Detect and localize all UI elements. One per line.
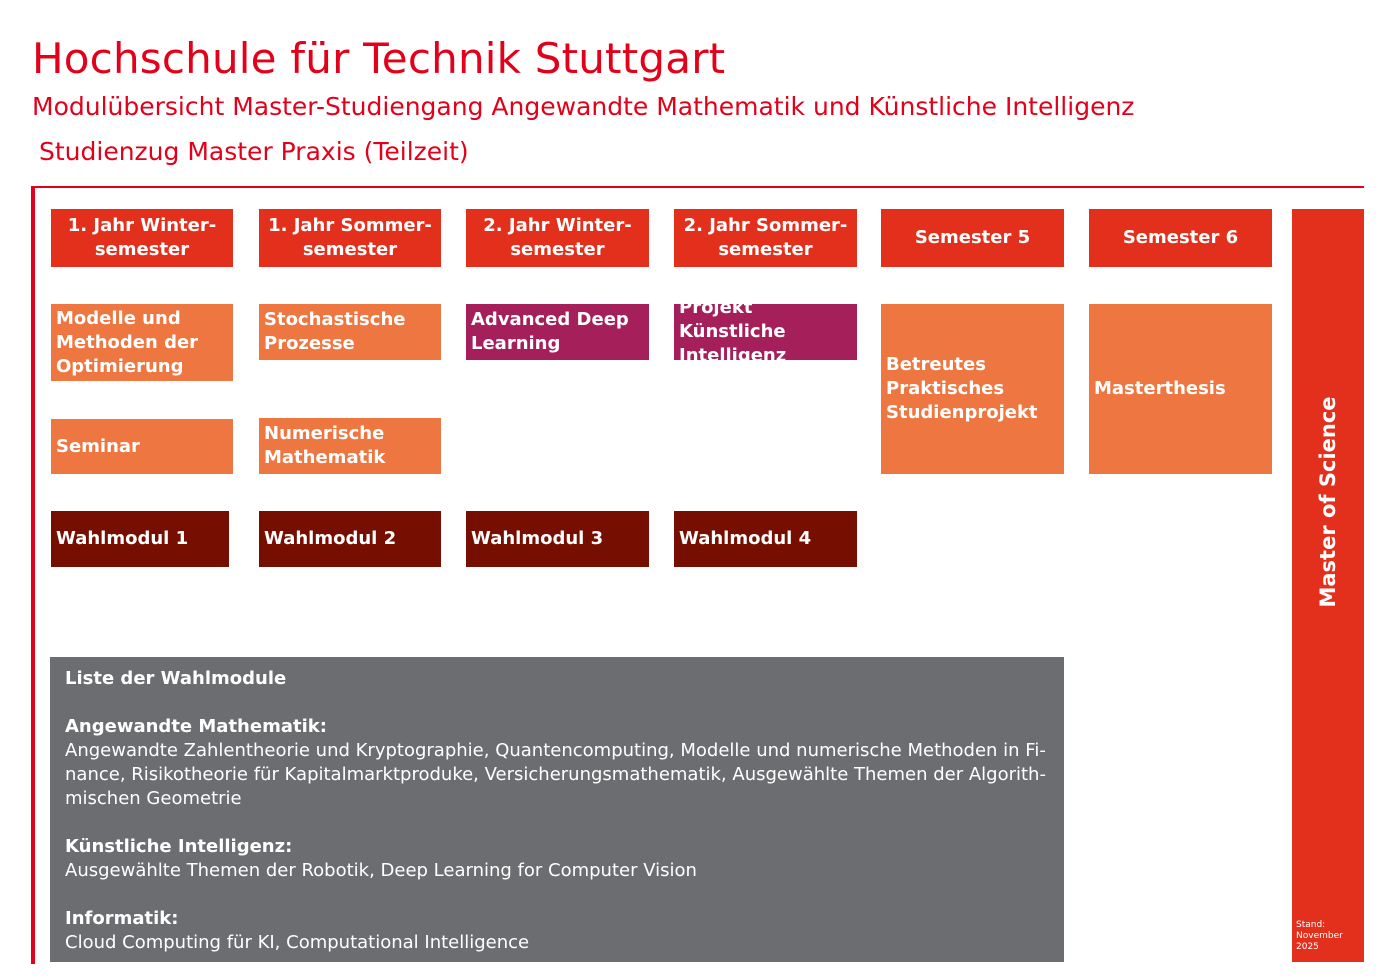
module-seminar: Seminar <box>51 419 233 474</box>
module-projekt-ki: Projekt Künstliche Intelligenz <box>674 297 857 366</box>
elective-list: Liste der Wahlmodule Angewandte Mathemat… <box>50 657 1064 962</box>
module-masterthesis: Masterthesis <box>1089 304 1272 474</box>
wahlmodul-2: Wahlmodul 2 <box>259 511 441 567</box>
elective-list-heading: Liste der Wahlmodule <box>65 668 287 689</box>
module-numerische-mathematik: Numerische Mathematik <box>259 418 441 474</box>
semester-header-2: 1. Jahr Sommer- semester <box>259 209 441 267</box>
semester-header-6: Semester 6 <box>1089 209 1272 267</box>
page-subtitle: Modulübersicht Master-Studiengang Angewa… <box>32 92 1135 121</box>
module-studienprojekt: Betreutes Praktisches Studienprojekt <box>881 304 1064 474</box>
horizontal-rule <box>32 186 1364 188</box>
degree-label: Master of Science <box>1316 396 1340 608</box>
semester-header-3: 2. Jahr Winter- semester <box>466 209 649 267</box>
semester-header-4: 2. Jahr Sommer- semester <box>674 209 857 267</box>
wahlmodul-1: Wahlmodul 1 <box>51 511 229 567</box>
wahlmodul-4: Wahlmodul 4 <box>674 511 857 567</box>
semester-header-5: Semester 5 <box>881 209 1064 267</box>
elective-section-title: Informatik: <box>65 908 179 929</box>
degree-bar: Master of Science Stand: November 2025 <box>1292 209 1364 962</box>
elective-section-text: Cloud Computing für KI, Computational In… <box>65 932 530 953</box>
elective-section-text: Ausgewählte Themen der Robotik, Deep Lea… <box>65 860 697 881</box>
vertical-rule <box>31 186 35 964</box>
wahlmodul-3: Wahlmodul 3 <box>466 511 649 567</box>
study-track-title: Studienzug Master Praxis (Teilzeit) <box>39 137 469 166</box>
module-advanced-deep-learning: Advanced Deep Learning <box>466 304 649 360</box>
page-title: Hochschule für Technik Stuttgart <box>32 34 726 83</box>
elective-section-title: Künstliche Intelligenz: <box>65 836 293 857</box>
module-modelle-optimierung: Modelle und Methoden der Optimierung <box>51 304 233 381</box>
elective-section-title: Angewandte Mathematik: <box>65 716 327 737</box>
module-stochastische-prozesse: Stochastische Prozesse <box>259 304 441 360</box>
elective-section-text: Angewandte Zahlentheorie und Kryptograph… <box>65 740 1046 809</box>
semester-header-1: 1. Jahr Winter- semester <box>51 209 233 267</box>
stand-date: Stand: November 2025 <box>1296 920 1343 952</box>
